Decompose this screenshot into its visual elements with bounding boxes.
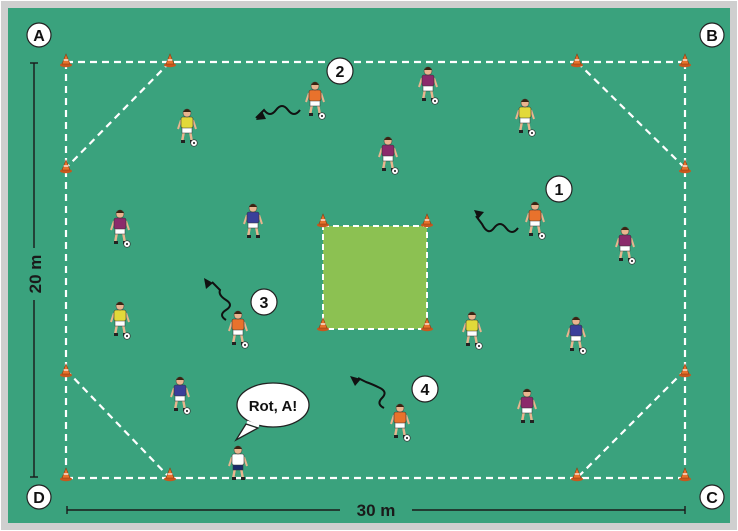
- corner-letter-b: B: [706, 28, 718, 45]
- height-label: 20 m: [26, 255, 45, 294]
- corner-letter-c: C: [706, 490, 718, 507]
- number-badge-4: 4: [412, 376, 438, 402]
- corner-label-b: B: [700, 23, 724, 47]
- ball-icon: [529, 130, 536, 137]
- corner-letter-a: A: [33, 28, 45, 45]
- ball-icon: [539, 233, 546, 240]
- ball-icon: [432, 98, 439, 105]
- ball-icon: [124, 241, 131, 248]
- corner-label-d: D: [27, 485, 51, 509]
- speech-text: Rot, A!: [249, 398, 298, 415]
- number-4: 4: [421, 382, 430, 399]
- number-3: 3: [260, 295, 269, 312]
- number-badge-1: 1: [546, 176, 572, 202]
- ball-icon: [184, 408, 191, 415]
- width-label: 30 m: [357, 501, 396, 520]
- ball-icon: [404, 435, 411, 442]
- ball-icon: [476, 343, 483, 350]
- ball-icon: [242, 342, 249, 349]
- corner-letter-d: D: [33, 490, 45, 507]
- ball-icon: [124, 333, 131, 340]
- number-badge-2: 2: [327, 58, 353, 84]
- number-badge-3: 3: [251, 289, 277, 315]
- number-2: 2: [336, 64, 345, 81]
- corner-label-a: A: [27, 23, 51, 47]
- ball-icon: [319, 113, 326, 120]
- ball-icon: [392, 168, 399, 175]
- ball-icon: [629, 258, 636, 265]
- number-1: 1: [555, 182, 564, 199]
- ball-icon: [191, 140, 198, 147]
- ball-icon: [580, 348, 587, 355]
- corner-label-c: C: [700, 485, 724, 509]
- center-square: [323, 226, 427, 329]
